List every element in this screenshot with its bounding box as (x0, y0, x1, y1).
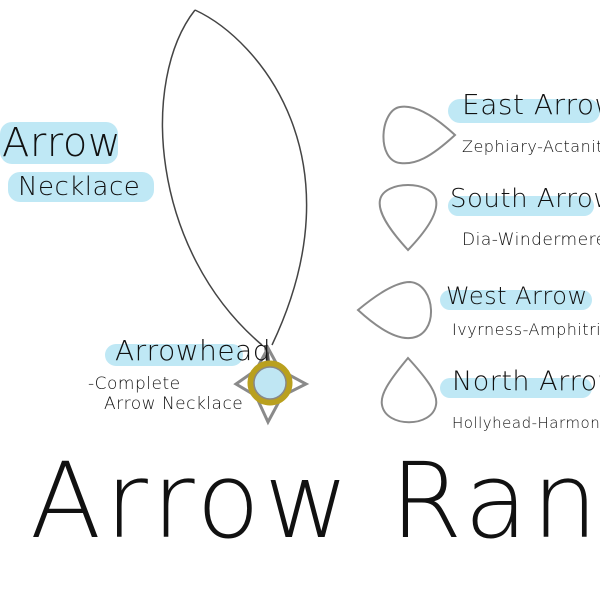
south-arrow-subtitle: Dia-Windermere (462, 230, 600, 250)
south-arrow-teardrop (378, 184, 438, 252)
highlight (448, 99, 600, 123)
north-arrow-teardrop (380, 356, 438, 424)
necklace-subtitle: Necklace (18, 172, 141, 202)
necklace-title: Arrow (2, 120, 122, 166)
highlight (448, 196, 594, 216)
highlight (105, 344, 243, 366)
south-arrow-title: South Arrow (450, 184, 600, 214)
highlight (8, 172, 154, 202)
west-arrow-title: West Arrow (446, 282, 588, 310)
pendant-bail (264, 344, 270, 363)
necklace-chain (161, 9, 308, 346)
highlight (440, 378, 592, 398)
east-arrow-subtitle: Zephiary-Actanite (462, 137, 600, 156)
highlight (440, 290, 592, 310)
page-title: Arrow Ranking (30, 440, 600, 562)
highlight (0, 122, 118, 164)
arrowhead-desc: -Complete (88, 374, 181, 394)
east-arrow-title: East Arrow (462, 88, 600, 121)
arrowhead-title: Arrowhead (115, 334, 271, 367)
east-arrow-teardrop (382, 105, 457, 165)
west-arrow-teardrop (356, 280, 432, 340)
north-arrow-title: North Arrow (452, 366, 600, 397)
arrowhead-desc: Arrow Necklace (104, 394, 244, 414)
north-arrow-subtitle: Hollyhead-Harmonia (452, 414, 600, 432)
west-arrow-subtitle: Ivyrness-Amphitrite (452, 320, 600, 339)
arrowhead-pendant (233, 344, 310, 426)
